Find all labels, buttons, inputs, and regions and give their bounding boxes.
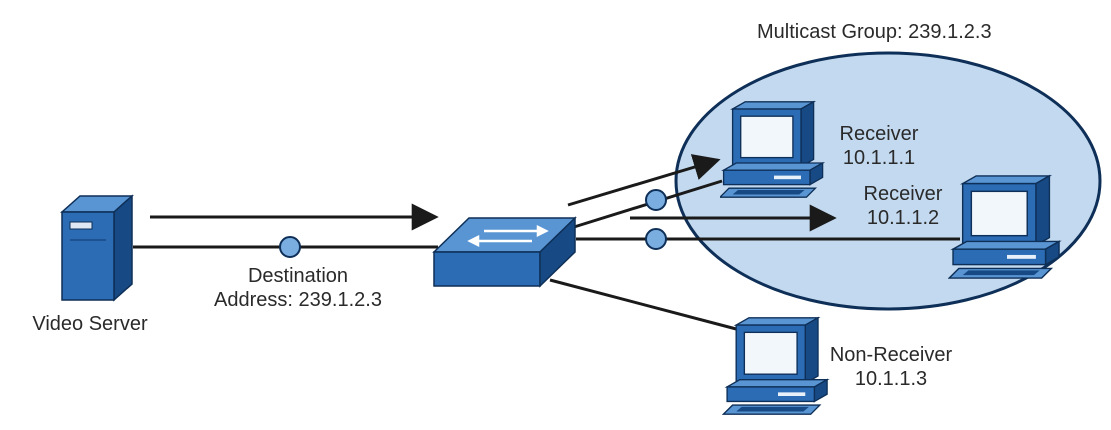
destination-line2: Address: 239.1.2.3 xyxy=(214,289,382,311)
receiver1-pc-icon xyxy=(720,101,824,198)
receiver1-ip: 10.1.1.1 xyxy=(842,147,916,169)
receiver1-role: Receiver xyxy=(839,123,919,145)
video-server-icon xyxy=(60,194,134,302)
nonreceiver-label: Non-Receiver 10.1.1.3 xyxy=(816,343,966,391)
flow-arrow-to-receiver1 xyxy=(567,154,721,207)
receiver2-role: Receiver xyxy=(863,183,943,205)
multicast-group-label: Multicast Group: 239.1.2.3 xyxy=(757,21,992,43)
receiver1-label: Receiver 10.1.1.1 xyxy=(824,122,934,170)
destination-label: Destination Address: 239.1.2.3 xyxy=(208,264,388,312)
destination-line1: Destination xyxy=(247,265,349,287)
nonreceiver-pc-icon xyxy=(722,317,828,415)
nonreceiver-ip: 10.1.1.3 xyxy=(854,368,928,390)
packet-dot-receiver2-link xyxy=(645,228,667,250)
video-server-label: Video Server xyxy=(32,313,148,335)
receiver2-pc-icon xyxy=(948,175,1060,279)
receiver2-label: Receiver 10.1.1.2 xyxy=(848,182,958,230)
packet-dot-server-link xyxy=(279,236,301,258)
receiver2-ip: 10.1.1.2 xyxy=(866,207,940,229)
link-switch-nonreceiver xyxy=(549,278,741,332)
nonreceiver-role: Non-Receiver xyxy=(829,344,953,366)
switch-icon xyxy=(432,216,577,288)
packet-dot-receiver1-link xyxy=(645,189,667,211)
